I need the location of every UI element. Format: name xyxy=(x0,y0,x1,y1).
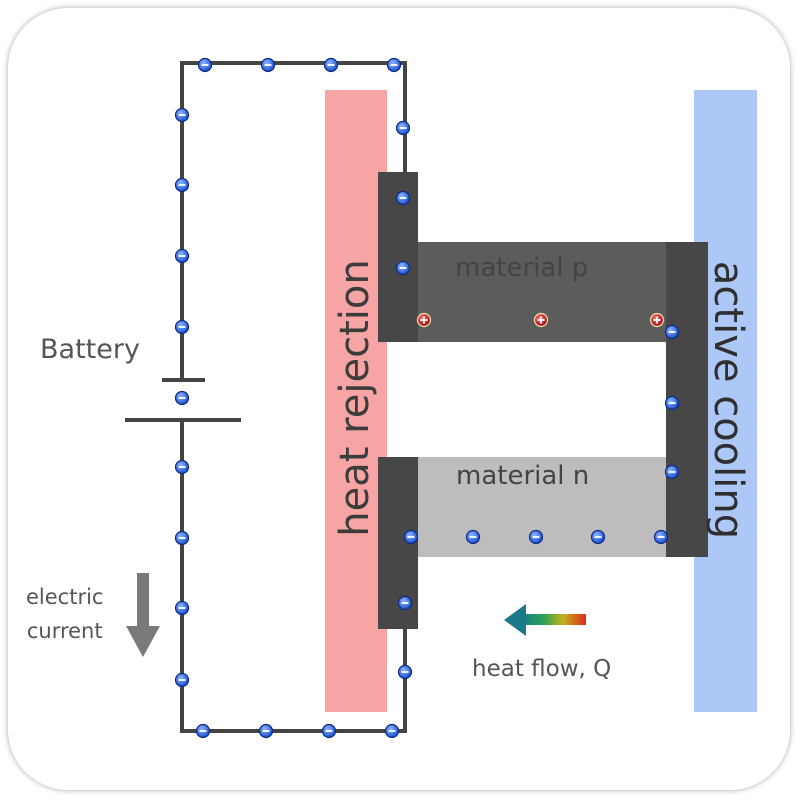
charge-carriers xyxy=(174,57,680,739)
charge-sign xyxy=(399,267,407,269)
charge-sign xyxy=(262,730,270,732)
material-p-label: material p xyxy=(455,253,589,283)
charge-sign xyxy=(178,466,186,468)
charge-sign xyxy=(178,397,186,399)
circuit-wire xyxy=(180,61,407,733)
charge-sign xyxy=(401,671,409,673)
charge-sign xyxy=(178,537,186,539)
charge-sign xyxy=(668,471,676,473)
heat-flow-label: heat flow, Q xyxy=(472,656,612,682)
charge-sign xyxy=(401,602,409,604)
charge-sign xyxy=(178,255,186,257)
heat-rejection-band xyxy=(325,90,387,712)
material-n-bar xyxy=(412,457,674,557)
electric-current-label: electric current xyxy=(26,580,103,648)
charge-sign xyxy=(594,536,602,538)
charge-sign xyxy=(656,316,658,324)
electric-current-arrow xyxy=(126,573,160,657)
electric-current-line1: electric xyxy=(26,585,104,609)
diagram-card xyxy=(8,8,790,790)
charge-sign xyxy=(178,607,186,609)
heat-rejection-label: heat rejection xyxy=(332,259,378,537)
charge-sign xyxy=(657,536,665,538)
charge-sign xyxy=(178,184,186,186)
charge-sign xyxy=(264,64,272,66)
electric-current-line2: current xyxy=(26,619,103,643)
charge-sign xyxy=(327,64,335,66)
charge-sign xyxy=(668,331,676,333)
charge-sign xyxy=(178,114,186,116)
charge-sign xyxy=(178,679,186,681)
charge-sign xyxy=(423,316,425,324)
heat-flow-arrow xyxy=(504,604,586,636)
charge-sign xyxy=(469,536,477,538)
charge-sign xyxy=(201,64,209,66)
charge-sign xyxy=(399,197,407,199)
battery-label: Battery xyxy=(40,334,140,365)
material-n-label: material n xyxy=(456,461,590,491)
charge-sign xyxy=(199,730,207,732)
charge-sign xyxy=(532,536,540,538)
charge-sign xyxy=(390,64,398,66)
charge-sign xyxy=(407,536,415,538)
charge-sign xyxy=(325,730,333,732)
charge-sign xyxy=(668,402,676,404)
charge-sign xyxy=(399,127,407,129)
charge-sign xyxy=(540,316,542,324)
charge-sign xyxy=(178,326,186,328)
charge-sign xyxy=(388,730,396,732)
active-cooling-label: active cooling xyxy=(705,260,751,540)
